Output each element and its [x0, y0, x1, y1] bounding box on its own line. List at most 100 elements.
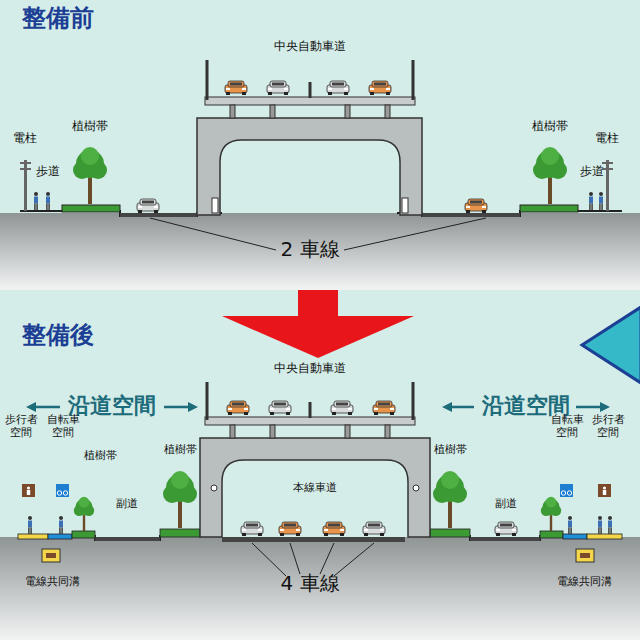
lane	[422, 213, 520, 217]
part-label: 副道	[116, 498, 138, 511]
bicycle-space	[563, 534, 587, 539]
space-label: 沿道空間	[68, 393, 156, 418]
bicycle-icon	[561, 491, 565, 495]
part-label: 歩行者空間	[4, 414, 38, 439]
label-holder: 中央自動車道	[274, 362, 346, 376]
bearing	[385, 105, 390, 118]
part-label: 植樹帯	[72, 120, 108, 134]
car	[241, 522, 263, 536]
label-holder: 歩行者空間	[591, 414, 625, 439]
part-label: 歩道	[580, 165, 604, 179]
car	[323, 522, 345, 536]
bearing	[345, 105, 350, 118]
bearing	[345, 425, 350, 438]
bearing	[230, 425, 235, 438]
bicycle-space	[48, 534, 72, 539]
bearing	[270, 105, 275, 118]
section-heading: 整備後	[22, 322, 94, 350]
arrow-head	[442, 402, 452, 412]
part-label: 植樹帯	[164, 444, 197, 457]
car	[227, 401, 249, 415]
label-holder: 整備後	[22, 322, 94, 350]
bearing	[385, 425, 390, 438]
tree	[163, 471, 197, 528]
road-name: 中央自動車道	[274, 362, 346, 376]
cable-duct-icon	[580, 553, 590, 558]
planting-strip	[62, 205, 120, 212]
utility-pole	[20, 168, 31, 170]
car	[369, 81, 391, 95]
planting-strip	[430, 529, 470, 537]
car	[267, 81, 289, 95]
before-section	[0, 60, 640, 290]
nav-triangle	[582, 307, 640, 383]
parapet	[207, 60, 413, 100]
label-holder: 自転車空間	[550, 414, 584, 439]
expressway-deck	[205, 417, 415, 425]
tree	[74, 497, 94, 531]
pedestrian	[599, 192, 603, 210]
tree	[541, 497, 561, 531]
car	[225, 81, 247, 95]
label-holder: 電柱	[13, 132, 37, 146]
pedestrian-icon	[603, 490, 606, 495]
label-holder: 歩道	[580, 165, 604, 179]
pedestrian	[28, 516, 32, 534]
planting-strip	[160, 529, 200, 537]
bicycle-icon	[56, 484, 69, 497]
lane-count: 4 車線	[280, 572, 339, 595]
car	[279, 522, 301, 536]
part-label: 植樹帯	[532, 120, 568, 134]
road-name: 中央自動車道	[274, 40, 346, 54]
pedestrian	[598, 516, 602, 534]
label-holder: 植樹帯	[532, 120, 568, 134]
bicycle-icon	[57, 491, 61, 495]
street-light	[211, 485, 217, 491]
part-label: 植樹帯	[434, 444, 467, 457]
main-road	[222, 537, 405, 542]
label-holder: 2 車線	[280, 238, 339, 261]
label-holder: 副道	[116, 498, 138, 511]
label-holder: 植樹帯	[84, 450, 117, 463]
pedestrian	[608, 516, 612, 534]
part-label: 電線共同溝	[25, 576, 80, 589]
label-holder: 植樹帯	[164, 444, 197, 457]
tree	[73, 147, 107, 204]
part-label: 自転車空間	[46, 414, 80, 439]
parapet	[207, 382, 413, 420]
label-holder: 4 車線	[280, 572, 339, 595]
planting-strip	[520, 205, 578, 212]
cable-duct-icon	[576, 549, 594, 562]
label-holder: 副道	[495, 498, 517, 511]
after-section	[0, 382, 640, 640]
part-label: 植樹帯	[84, 450, 117, 463]
bearing	[270, 425, 275, 438]
expressway-deck	[205, 97, 415, 105]
car	[363, 522, 385, 536]
pier-detail	[212, 198, 218, 213]
part-label: 自転車空間	[550, 414, 584, 439]
label-holder: 電柱	[595, 132, 619, 146]
ground	[0, 537, 640, 640]
part-label: 副道	[495, 498, 517, 511]
label-holder: 自転車空間	[46, 414, 80, 439]
label-holder: 本線車道	[293, 482, 337, 495]
bearing	[230, 105, 235, 118]
label-holder: 中央自動車道	[274, 40, 346, 54]
label-holder: 電線共同溝	[557, 576, 612, 589]
arrow-head	[188, 402, 198, 412]
label-holder: 歩行者空間	[4, 414, 38, 439]
utility-pole	[24, 160, 27, 211]
pedestrian-icon	[603, 486, 606, 489]
pier-frame	[200, 438, 430, 537]
planting-strip	[540, 531, 563, 538]
pedestrian-space	[18, 534, 48, 539]
utility-pole	[606, 160, 609, 211]
pedestrian-icon	[598, 484, 611, 497]
pedestrian-space	[587, 534, 622, 539]
pedestrian-icon	[22, 484, 35, 497]
bicycle-icon	[63, 491, 67, 495]
utility-pole	[602, 162, 613, 164]
label-holder: 整備前	[22, 5, 94, 33]
